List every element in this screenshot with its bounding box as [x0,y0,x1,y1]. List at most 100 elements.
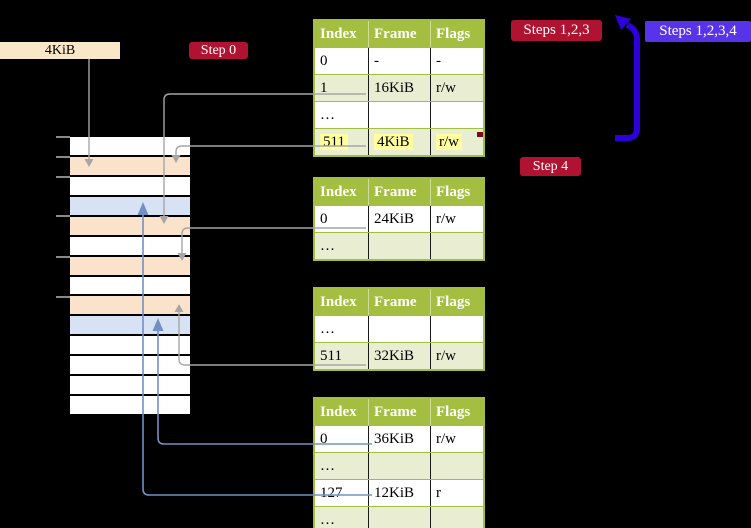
table-cell: r/w [430,343,483,369]
memory-frame-row-white [70,236,190,257]
table-cell: … [320,321,335,337]
memory-frame-row-white [70,276,190,297]
column-header-flags: Flags [430,21,483,47]
memory-boundary-tick [56,296,70,298]
highlighted-value: r/w [436,134,462,150]
table-cell: 0 [320,211,328,227]
table-cell: 511 [320,348,342,364]
table-cell: r/w [430,206,483,232]
arrow-steps-walk-loop-head [615,15,631,30]
table-row: … [315,452,483,479]
memory-frame-row-orange [70,216,190,237]
frame-size-label: 4KiB [0,42,120,59]
table-cell [368,453,430,479]
memory-frame-row-blue [70,196,190,217]
steps-123-badge: Steps 1,2,3 [511,20,602,41]
column-header-frame: Frame [368,21,430,47]
table-cell [430,316,483,342]
table-cell: r/w [430,75,483,101]
table-cell [368,507,430,528]
table-cell: 16KiB [368,75,430,101]
table-cell: 32KiB [368,343,430,369]
table-cell: … [320,238,335,254]
table-cell: … [320,458,335,474]
column-header-flags: Flags [430,179,483,205]
column-header-index: Index [320,184,357,200]
memory-boundary-tick [56,215,70,217]
column-header-frame: Frame [368,399,430,425]
memory-frame-row-white [70,176,190,197]
memory-frame-row-white [70,137,190,157]
table-row: 0 -- [315,47,483,74]
table-cell [430,507,483,528]
physical-memory-strip [56,136,190,416]
table-cell [430,102,483,128]
memory-boundary-tick [56,256,70,258]
memory-frame-row-white [70,336,190,357]
step-0-badge: Step 0 [189,42,248,59]
step-4-badge: Step 4 [520,157,581,176]
column-header-flags: Flags [430,399,483,425]
memory-frame-row-orange [70,156,190,177]
memory-frame-row-blue [70,316,190,337]
table-cell: … [320,512,335,528]
table-cell: … [320,107,335,123]
table-row: … [315,506,483,528]
memory-frame-row-white [70,376,190,397]
highlighted-value: 4KiB [374,134,413,150]
table-cell: 0 [320,431,328,447]
table-cell: 511 [315,129,368,155]
highlighted-value: 511 [320,134,348,150]
table-cell: 12KiB [368,480,430,506]
table-cell [430,453,483,479]
table-cell: 4KiB [368,129,430,155]
memory-boundary-tick [56,176,70,178]
column-header-frame: Frame [368,179,430,205]
table-cell: 1 [320,80,328,96]
column-header-index: Index [320,404,357,420]
memory-frame-row-white [70,396,190,416]
memory-frame-row-white [70,356,190,377]
memory-frame-row-orange [70,256,190,277]
table-cell: r/w [430,129,483,155]
table-row: … [315,315,483,342]
table-cell [430,233,483,259]
table-cell: 0 [320,53,328,69]
table-cell: r [430,480,483,506]
column-header-index: Index [320,26,357,42]
table-cell [368,233,430,259]
memory-boundary-tick [56,156,70,158]
column-header-flags: Flags [430,289,483,315]
table-cell: - [430,48,483,74]
steps-1234-badge: Steps 1,2,3,4 [645,21,751,42]
column-header-index: Index [320,294,357,310]
table-cell: 127 [320,485,343,501]
table-row: … [315,101,483,128]
table-cell: r/w [430,426,483,452]
table-cell [368,316,430,342]
memory-frame-row-orange [70,296,190,317]
table-row: 511 4KiB r/w [315,128,483,155]
column-header-frame: Frame [368,289,430,315]
table-cell [368,102,430,128]
table-cell: - [368,48,430,74]
memory-boundary-tick [56,136,70,138]
arrow-steps-walk-loop [615,22,640,141]
table-cell: 24KiB [368,206,430,232]
table-row: … [315,232,483,259]
table-cell: 36KiB [368,426,430,452]
